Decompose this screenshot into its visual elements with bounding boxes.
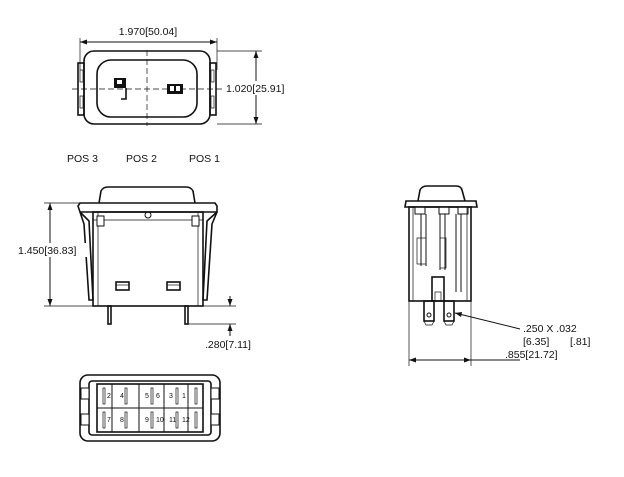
on-symbol-icon [167, 84, 183, 94]
pin-number: 10 [156, 417, 164, 424]
terminal-size-mm-label-1: [6.35] [523, 336, 549, 348]
pin-number: 3 [169, 393, 173, 400]
terminal-size-inch-label: .250 X .032 [523, 323, 577, 335]
pin-number: 7 [107, 417, 111, 424]
front-height-label: 1.450[36.83] [18, 245, 76, 257]
bottom-view: 2 4 5 6 3 1 7 8 9 10 11 12 [79, 374, 221, 442]
pin-number: 6 [156, 393, 160, 400]
terminal-size-mm-label-2: [.81] [570, 336, 591, 348]
pin-number: 1 [182, 393, 186, 400]
off-symbol-icon [114, 78, 127, 100]
top-height-label: 1.020[25.91] [226, 83, 284, 95]
top-width-label: 1.970[50.04] [119, 26, 177, 38]
pin-number: 9 [145, 417, 149, 424]
pin-number: 8 [120, 417, 124, 424]
side-view: .250 X .032 [6.35] [.81] .855[21.72] [404, 185, 591, 366]
pin-number: 5 [145, 393, 149, 400]
pos3-label: POS 3 [67, 153, 98, 165]
top-view: 1.970[50.04] 1.020[25.91] [72, 26, 289, 126]
pin-number: 11 [169, 417, 176, 424]
pos1-label: POS 1 [189, 153, 220, 165]
terminal-length-label: .280[7.11] [205, 339, 251, 351]
side-depth-label: .855[21.72] [505, 349, 558, 361]
pin-number: 4 [120, 393, 124, 400]
pin-number: 12 [182, 417, 190, 424]
pos2-label: POS 2 [126, 153, 157, 165]
front-view: 1.450[36.83] .280[7.11] [16, 186, 251, 351]
pin-number: 2 [107, 393, 111, 400]
